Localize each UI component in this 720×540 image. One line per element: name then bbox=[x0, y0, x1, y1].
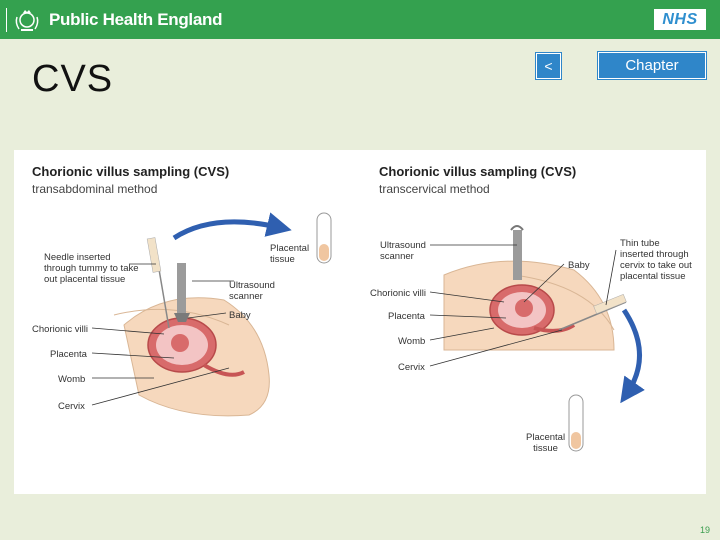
label-chorionic-villi-right: Chorionic villi bbox=[370, 288, 426, 299]
label-placental-tissue-left: Placental tissue bbox=[270, 243, 310, 265]
label-needle: Needle inserted through tummy to take ou… bbox=[44, 252, 139, 285]
left-subtitle: transabdominal method bbox=[32, 182, 158, 196]
right-illustration bbox=[443, 225, 645, 452]
label-thin-tube: Thin tube inserted through cervix to tak… bbox=[620, 238, 692, 282]
phe-logo: Public Health England bbox=[6, 5, 222, 35]
label-womb-right: Womb bbox=[398, 336, 426, 347]
label-baby-right: Baby bbox=[568, 260, 590, 271]
left-leader-lines bbox=[91, 263, 234, 406]
label-cervix-left: Cervix bbox=[58, 401, 85, 412]
label-placenta-left: Placenta bbox=[50, 349, 87, 360]
royal-crest-icon bbox=[15, 10, 39, 31]
back-button[interactable]: < bbox=[536, 53, 561, 79]
label-ultrasound-right: Ultrasound scanner bbox=[380, 240, 426, 262]
right-subtitle: transcervical method bbox=[379, 182, 490, 196]
label-baby-left: Baby bbox=[229, 310, 251, 321]
label-placenta-right: Placenta bbox=[388, 311, 425, 322]
chapter-button[interactable]: Chapter bbox=[598, 52, 706, 79]
label-chorionic-villi-left: Chorionic villi bbox=[32, 324, 88, 335]
page-number: 19 bbox=[700, 525, 711, 535]
label-womb-left: Womb bbox=[58, 374, 86, 385]
label-cervix-right: Cervix bbox=[398, 362, 425, 373]
cvs-figure: Chorionic villus sampling (CVS) transabd… bbox=[14, 150, 706, 494]
nhs-logo: NHS bbox=[654, 9, 706, 30]
cvs-illustration bbox=[91, 212, 645, 452]
logo-divider bbox=[6, 8, 7, 32]
right-leader-lines bbox=[429, 244, 617, 367]
org-name: Public Health England bbox=[49, 10, 223, 29]
left-title: Chorionic villus sampling (CVS) bbox=[32, 164, 230, 179]
header-bar: Public Health England NHS bbox=[0, 0, 720, 39]
label-placental-tissue-right: Placental tissue bbox=[526, 432, 566, 454]
slide-title: CVS bbox=[32, 58, 114, 100]
nhs-logo-text: NHS bbox=[662, 10, 698, 28]
label-ultrasound-left: Ultrasound scanner bbox=[229, 280, 275, 302]
right-title: Chorionic villus sampling (CVS) bbox=[379, 164, 577, 179]
